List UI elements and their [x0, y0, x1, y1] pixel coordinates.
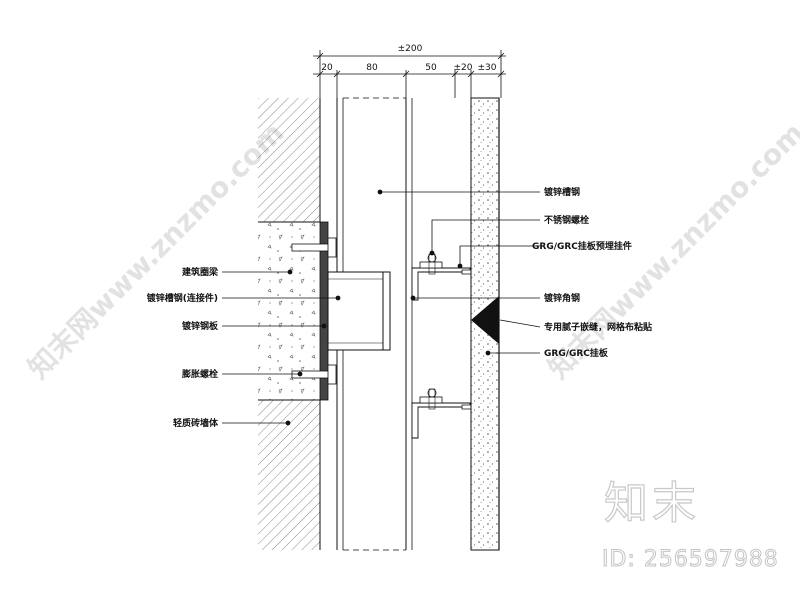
label-main-channel: 镀锌槽钢: [544, 186, 580, 198]
svg-text:ID: 256597988: ID: 256597988: [602, 547, 779, 572]
label-expansion-bolt: 膨胀螺栓: [181, 368, 218, 380]
dim-seg-4: ±20: [454, 63, 473, 73]
angle-steel-upper: [411, 253, 471, 301]
angle-steel-lower: [411, 388, 471, 439]
dim-seg-2: 80: [366, 63, 378, 73]
svg-text:知末网www.znzmo.com: 知末网www.znzmo.com: [22, 116, 291, 385]
expansion-bolts: [291, 237, 337, 385]
label-steel-plate: 镀锌钢板: [182, 320, 219, 332]
right-labels: 镀锌槽钢 不锈钢螺栓 GRG/GRC挂板预埋挂件 镀锌角钢 专用腻子嵌缝，网格布…: [532, 186, 652, 359]
label-angle-steel: 镀锌角钢: [544, 292, 580, 304]
watermark-diagonal: 知末网www.znzmo.com 知末网www.znzmo.com: [22, 116, 800, 385]
grg-panel: [470, 97, 500, 551]
label-grg-panel: GRG/GRC挂板: [544, 347, 609, 359]
ring-beam: [258, 221, 320, 401]
label-brick-wall: 轻质砖墙体: [173, 417, 219, 429]
dimension-chain: [313, 50, 506, 98]
label-stainless-bolt: 不锈钢螺栓: [544, 214, 589, 226]
dim-seg-1: 20: [321, 63, 333, 73]
label-ring-beam: 建筑圈梁: [182, 266, 219, 278]
label-panel-hanger: GRG/GRC挂板预埋挂件: [532, 240, 632, 252]
dim-total: ±200: [398, 44, 423, 54]
connector-channel: [327, 271, 391, 351]
dim-seg-3: 50: [425, 63, 437, 73]
left-leaders: [222, 269, 341, 426]
label-putty-joint: 专用腻子嵌缝，网格布粘贴: [544, 321, 652, 333]
dim-seg-5: ±30: [478, 63, 497, 73]
left-labels: 建筑圈梁 镀锌槽钢(连接件) 镀锌钢板 膨胀螺栓 轻质砖墙体: [147, 266, 219, 429]
svg-text:知末: 知末: [604, 478, 700, 529]
dimension-texts: ±200 20 80 50 ±20 ±30: [321, 44, 496, 73]
label-connector-channel: 镀锌槽钢(连接件): [147, 292, 218, 304]
watermark-logo: 知末 ID: 256597988: [602, 477, 779, 572]
right-leaders: [377, 189, 541, 356]
